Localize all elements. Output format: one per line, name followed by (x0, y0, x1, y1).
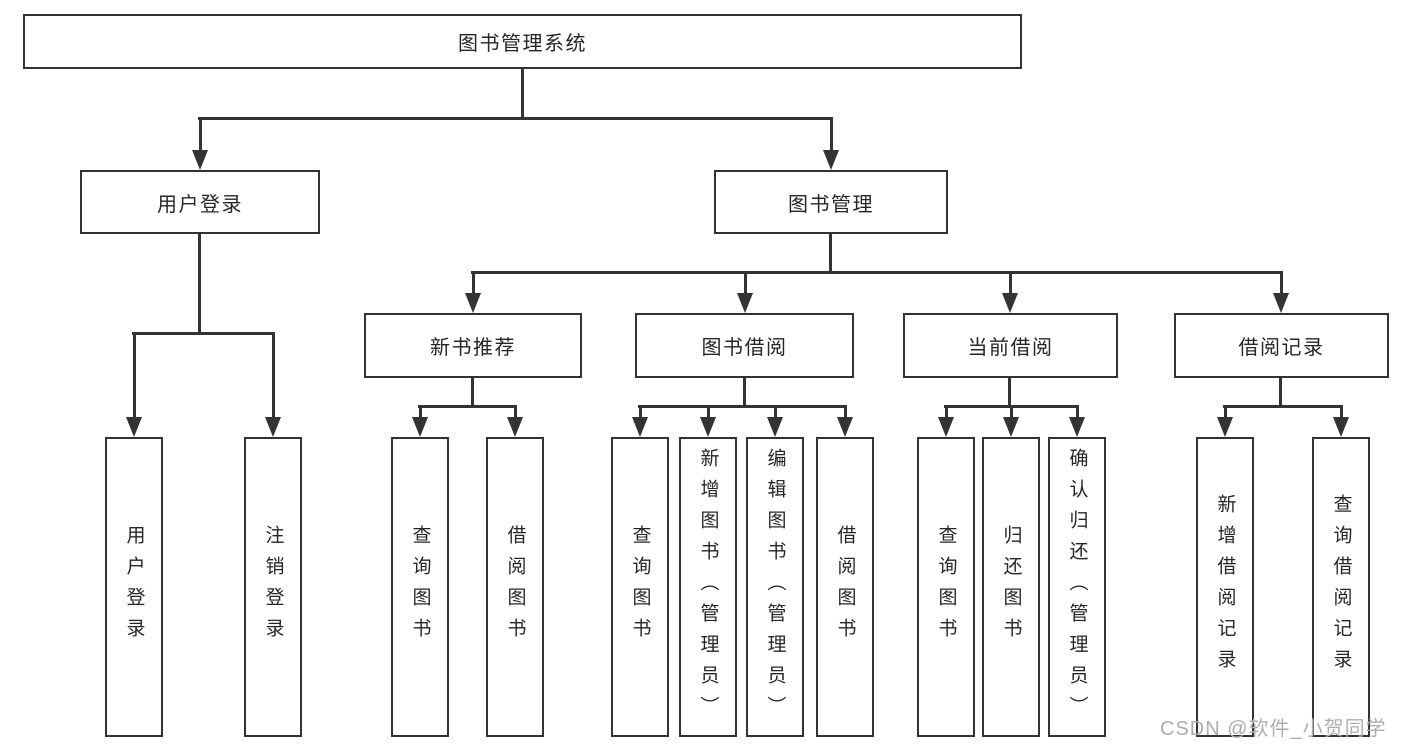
leaf-borrow-book-1: 借阅图书 (486, 437, 544, 737)
node-label: 图书管理 (788, 193, 874, 216)
arrow-to-new-book-rec (465, 271, 481, 313)
arrow-to-leaf-edit-book (767, 405, 783, 437)
leaf-label: 新增图书（管理员） (697, 447, 719, 727)
connector-book-borrow-trunk (743, 378, 746, 408)
connector-book-borrow-bar (638, 405, 847, 408)
connector-book-management-trunk (829, 234, 832, 274)
arrow-to-leaf-logout (265, 332, 281, 437)
leaf-return-book: 归还图书 (982, 437, 1040, 737)
connector-borrow-record-trunk (1279, 378, 1282, 408)
leaf-label: 归还图书 (1000, 525, 1022, 649)
leaf-label: 查询图书 (409, 525, 431, 649)
leaf-label: 借阅图书 (504, 525, 526, 649)
leaf-confirm-return-admin: 确认归还（管理员） (1048, 437, 1106, 737)
leaf-query-book-1: 查询图书 (391, 437, 449, 737)
arrow-to-leaf-add-book (700, 405, 716, 437)
csdn-watermark: CSDN @软件_小贺同学 (1160, 718, 1387, 740)
leaf-query-borrow-record: 查询借阅记录 (1312, 437, 1370, 737)
leaf-label: 用户登录 (123, 525, 145, 649)
arrow-to-book-management (823, 117, 839, 170)
arrow-to-book-borrow (737, 271, 753, 313)
connector-current-borrow-trunk (1008, 378, 1011, 408)
arrow-to-leaf-add-record (1217, 405, 1233, 437)
leaf-add-borrow-record: 新增借阅记录 (1196, 437, 1254, 737)
connector-new-book-rec-trunk (471, 378, 474, 408)
leaf-label: 借阅图书 (834, 525, 856, 649)
leaf-label: 新增借阅记录 (1214, 494, 1236, 680)
leaf-label: 编辑图书（管理员） (764, 447, 786, 727)
node-label: 图书借阅 (701, 337, 788, 359)
node-current-borrow: 当前借阅 (903, 313, 1118, 378)
arrow-to-leaf-user-login (126, 332, 142, 437)
connector-user-login-bar (132, 332, 275, 335)
leaf-label: 查询借阅记录 (1330, 494, 1352, 680)
arrow-to-leaf-query-book-3 (938, 405, 954, 437)
arrow-to-borrow-record (1273, 271, 1289, 313)
arrow-to-leaf-confirm-return (1069, 405, 1085, 437)
arrow-to-user-login (192, 117, 208, 170)
node-library-system: 图书管理系统 (23, 14, 1022, 69)
leaf-label: 查询图书 (935, 525, 957, 649)
arrow-to-leaf-borrow-book-1 (507, 405, 523, 437)
node-label: 新书推荐 (430, 337, 516, 359)
leaf-label: 确认归还（管理员） (1066, 447, 1088, 727)
leaf-query-book-3: 查询图书 (917, 437, 975, 737)
leaf-query-book-2: 查询图书 (611, 437, 669, 737)
connector-root-trunk (521, 69, 524, 120)
node-borrow-record: 借阅记录 (1174, 313, 1389, 378)
leaf-logout: 注销登录 (244, 437, 302, 737)
arrow-to-leaf-query-book-2 (632, 405, 648, 437)
node-user-login: 用户登录 (80, 170, 320, 234)
node-label: 当前借阅 (967, 337, 1054, 359)
connector-user-login-trunk (198, 234, 201, 335)
node-new-book-rec: 新书推荐 (364, 313, 582, 378)
leaf-label: 查询图书 (629, 525, 651, 649)
node-book-borrow: 图书借阅 (635, 313, 854, 378)
node-label: 借阅记录 (1238, 337, 1325, 359)
node-label: 用户登录 (157, 193, 243, 216)
node-label: 图书管理系统 (458, 33, 587, 55)
connector-new-book-rec-bar (418, 405, 517, 408)
connector-book-management-bar (471, 271, 1283, 274)
arrow-to-leaf-query-book-1 (412, 405, 428, 437)
arrow-to-leaf-query-record (1333, 405, 1349, 437)
node-book-management: 图书管理 (714, 170, 948, 234)
leaf-borrow-book-2: 借阅图书 (816, 437, 874, 737)
connector-root-bar (198, 117, 833, 120)
arrow-to-current-borrow (1002, 271, 1018, 313)
leaf-user-login: 用户登录 (105, 437, 163, 737)
arrow-to-leaf-borrow-book-2 (837, 405, 853, 437)
arrow-to-leaf-return-book (1003, 405, 1019, 437)
leaf-add-book-admin: 新增图书（管理员） (679, 437, 737, 737)
leaf-edit-book-admin: 编辑图书（管理员） (746, 437, 804, 737)
leaf-label: 注销登录 (262, 525, 284, 649)
connector-borrow-record-bar (1223, 405, 1343, 408)
